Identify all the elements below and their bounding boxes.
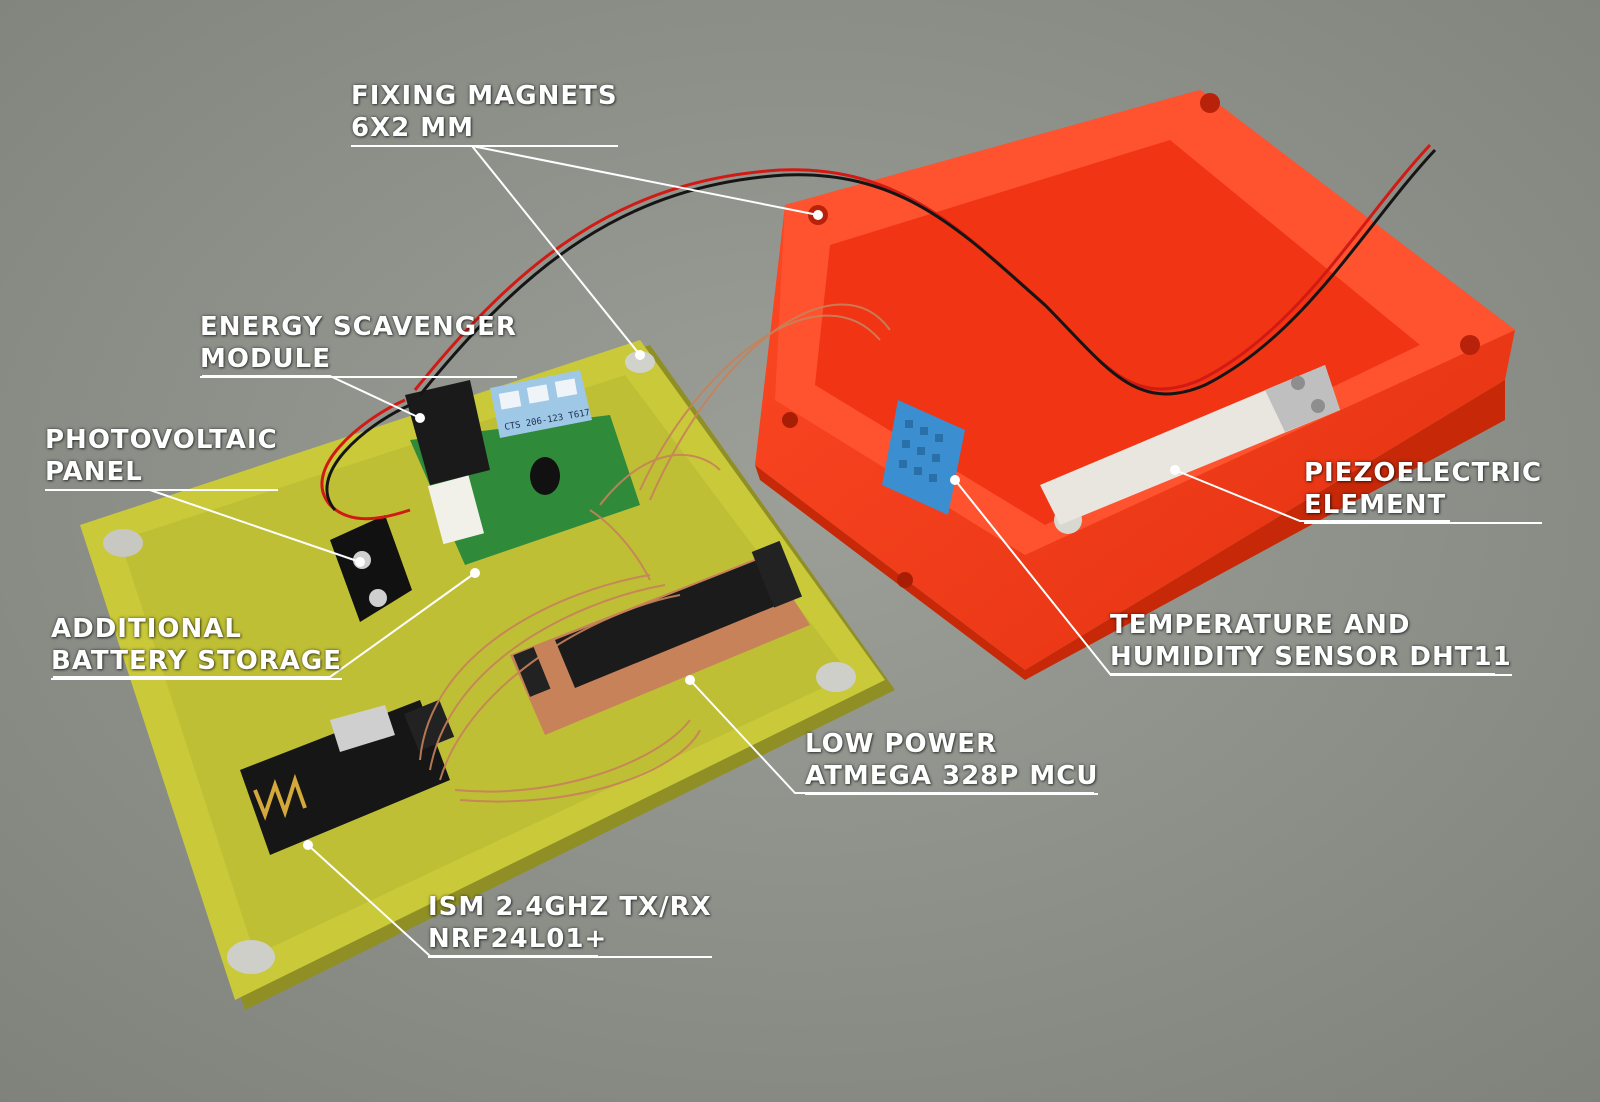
leader-fixing-magnets-2 [471,145,819,216]
label-line: LOW POWER [805,729,998,759]
magnet [625,351,655,373]
leader-dots [303,210,1180,850]
twisted-cables [320,143,1437,521]
label-line: 6X2 MM [351,112,618,147]
label-mcu: LOW POWER ATMEGA 328P MCU [805,728,1099,795]
label-line: PIEZOELECTRIC [1304,458,1543,488]
piezoelectric-element [1040,365,1340,525]
label-line: TEMPERATURE AND [1110,610,1411,640]
magnet [227,940,275,974]
label-battery: ADDITIONAL BATTERY STORAGE [51,613,343,680]
label-line: NRF24L01+ [428,923,712,958]
label-line: ATMEGA 328P MCU [805,760,1099,795]
label-line: FIXING MAGNETS [351,81,618,111]
label-line: ENERGY SCAVENGER [200,312,517,342]
label-line: BATTERY STORAGE [51,645,343,680]
label-piezo: PIEZOELECTRIC ELEMENT [1304,457,1543,524]
mcu-board [510,540,810,735]
dht11-sensor [882,400,965,515]
label-line: MODULE [200,343,517,378]
label-line: ELEMENT [1304,489,1543,524]
enclosure-mount-hole [897,572,913,588]
enclosure-magnet-hole [1460,335,1480,355]
copper-wires [419,303,891,803]
enclosure-magnet-hole [1200,93,1220,113]
leader-battery [53,572,476,678]
label-line: ADDITIONAL [51,614,242,644]
label-sensor: TEMPERATURE AND HUMIDITY SENSOR DHT11 [1110,609,1512,676]
enclosure-mount-hole [782,412,798,428]
magnet [103,529,143,557]
nrf24-radio-module [240,699,455,855]
base-magnets [103,351,856,974]
label-line: ISM 2.4GHZ TX/RX [428,892,712,922]
label-energy-scavenger: ENERGY SCAVENGER MODULE [200,311,517,378]
magnet [816,662,856,692]
label-line: PHOTOVOLTAIC [45,425,278,455]
label-line: HUMIDITY SENSOR DHT11 [1110,641,1512,676]
energy-scavenger-module: CTS 206-123 T617 [405,370,640,565]
label-line: PANEL [45,456,278,491]
label-radio: ISM 2.4GHZ TX/RX NRF24L01+ [428,891,712,958]
label-fixing-magnets: FIXING MAGNETS 6X2 MM [351,80,618,147]
label-photovoltaic: PHOTOVOLTAIC PANEL [45,424,278,491]
leader-piezo [1174,469,1450,522]
